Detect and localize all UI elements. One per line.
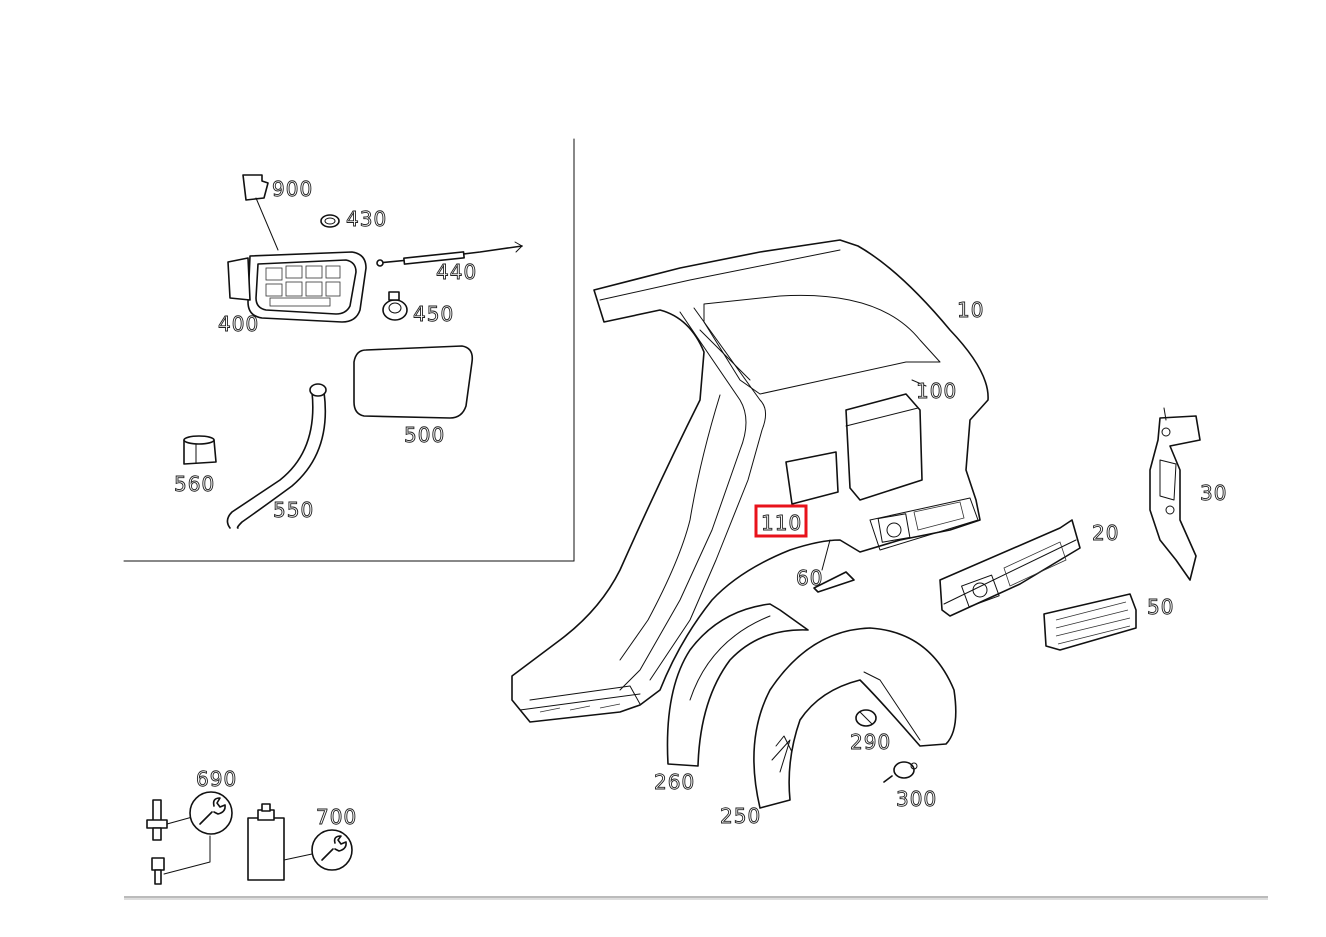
part-290-clip[interactable] [855,709,877,727]
part-500-fuel-flap[interactable] [353,345,474,419]
wrench-icon-700 [311,829,353,871]
label-300[interactable]: 300 [896,787,937,812]
part-100-window-panel[interactable] [911,379,927,387]
part-10-side-panel[interactable] [511,239,989,723]
label-10[interactable]: 10 [957,298,984,323]
label-400[interactable]: 400 [218,312,259,337]
label-430[interactable]: 430 [346,207,387,232]
label-500[interactable]: 500 [404,423,445,448]
part-250-wheelhouse-liner[interactable] [753,627,957,809]
label-110[interactable]: 110 [761,511,802,536]
label-690[interactable]: 690 [196,767,237,792]
label-20[interactable]: 20 [1092,521,1119,546]
part-20-lamp-panel[interactable] [939,519,1081,617]
part-300-screw[interactable] [883,761,918,783]
part-440-release-cable[interactable] [376,241,523,267]
part-30-bracket[interactable] [1149,407,1201,581]
label-60[interactable]: 60 [796,566,823,591]
part-260-arch-trim[interactable] [666,603,809,767]
label-260[interactable]: 260 [654,770,695,795]
part-labels: 900 430 440 450 400 500 560 550 10 100 3… [174,177,1227,830]
label-440[interactable]: 440 [436,260,477,285]
highlight-box-110 [754,504,808,538]
bottom-rule [124,896,1268,900]
label-100[interactable]: 100 [916,379,957,404]
part-550-hose[interactable] [226,383,327,529]
label-900[interactable]: 900 [272,177,313,202]
label-450[interactable]: 450 [413,302,454,327]
label-550[interactable]: 550 [273,498,314,523]
part-450-grommet[interactable] [382,291,408,321]
label-290[interactable]: 290 [850,730,891,755]
part-900-label-tag[interactable] [242,174,279,251]
label-560[interactable]: 560 [174,472,215,497]
part-560-clamp[interactable] [183,435,217,465]
wrench-icon-690 [189,791,233,835]
label-250[interactable]: 250 [720,804,761,829]
label-50[interactable]: 50 [1147,595,1174,620]
label-700[interactable]: 700 [316,805,357,830]
part-400-filler-housing[interactable] [227,251,367,323]
part-700-sealant-cartridge[interactable] [247,803,313,881]
part-430-clip[interactable] [320,214,340,228]
label-30[interactable]: 30 [1200,481,1227,506]
inset-frame [123,138,575,562]
part-50-vent-grille[interactable] [1043,593,1137,651]
part-60-strip[interactable] [813,571,855,593]
part-110-leader [821,539,831,571]
